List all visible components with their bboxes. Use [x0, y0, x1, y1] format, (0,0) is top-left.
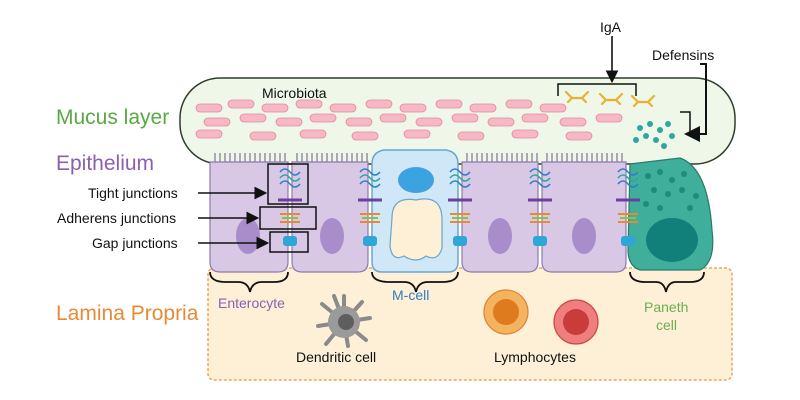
tight-junctions-label: Tight junctions — [88, 185, 178, 201]
paneth-label-line2: cell — [656, 317, 677, 333]
lamina-propria-area — [207, 267, 733, 381]
epithelium-label: Epithelium — [56, 152, 154, 175]
enterocyte-label: Enterocyte — [218, 295, 285, 311]
cell-braces — [209, 271, 705, 293]
iga-molecules — [564, 90, 656, 108]
adherens-junctions-label: Adherens junctions — [57, 210, 176, 226]
mucus-layer-label: Mucus layer — [56, 106, 169, 129]
junction-callout-boxes — [259, 163, 317, 253]
gap-junctions-label: Gap junctions — [92, 235, 178, 251]
paneth-granules — [643, 169, 699, 211]
microbiota-bacteria — [195, 99, 623, 141]
m-cell-pocket — [389, 198, 443, 261]
m-cell-label: M-cell — [392, 287, 429, 303]
defensin-molecules — [633, 121, 675, 149]
paneth-label-line1: Paneth — [644, 299, 688, 315]
lymphocytes — [483, 289, 599, 345]
junction-complexes — [278, 168, 640, 246]
paneth-nucleus — [646, 218, 698, 262]
enterocyte-nuclei — [236, 218, 596, 254]
lymphocytes-label: Lymphocytes — [494, 349, 576, 365]
m-cell-nucleus — [398, 167, 434, 193]
dendritic-cell — [316, 294, 372, 348]
iga-bracket — [557, 83, 637, 96]
lamina-propria-label: Lamina Propria — [56, 302, 199, 325]
iga-label: IgA — [600, 19, 622, 35]
dendritic-cell-label: Dendritic cell — [296, 349, 376, 365]
microvilli — [214, 153, 623, 162]
microbiota-label: Microbiota — [262, 85, 327, 101]
defensins-label: Defensins — [652, 47, 714, 63]
defensins-arrow — [684, 63, 707, 142]
